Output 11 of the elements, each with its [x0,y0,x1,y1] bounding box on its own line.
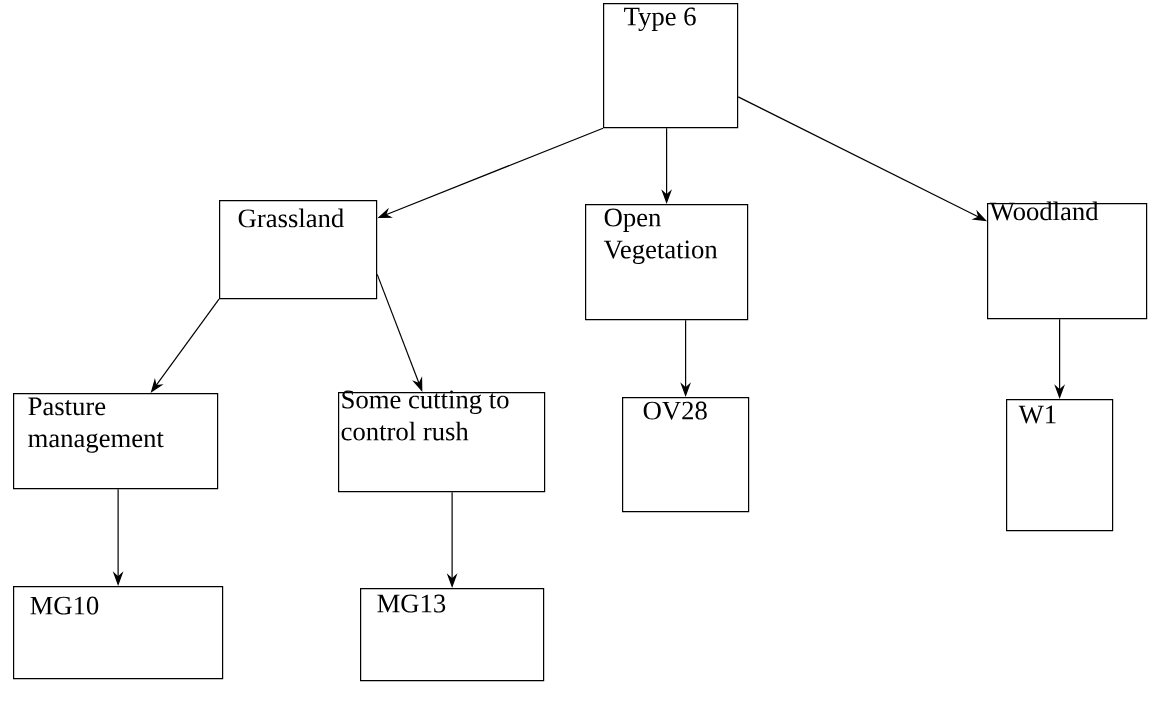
process-box: Pasture management [13,393,219,490]
process-box: Some cutting to control rush [338,390,546,493]
process-box: Grassland [219,200,378,300]
process-box: Type 6 [603,3,739,129]
process-box: MG13 [360,588,545,682]
process-box: MG10 [13,586,224,680]
process-box: W1 [1006,399,1114,532]
process-box: Open Vegetation [585,204,749,321]
process-box: Woodland [987,201,1148,320]
arrow [737,96,987,222]
process-box: OV28 [622,397,750,513]
